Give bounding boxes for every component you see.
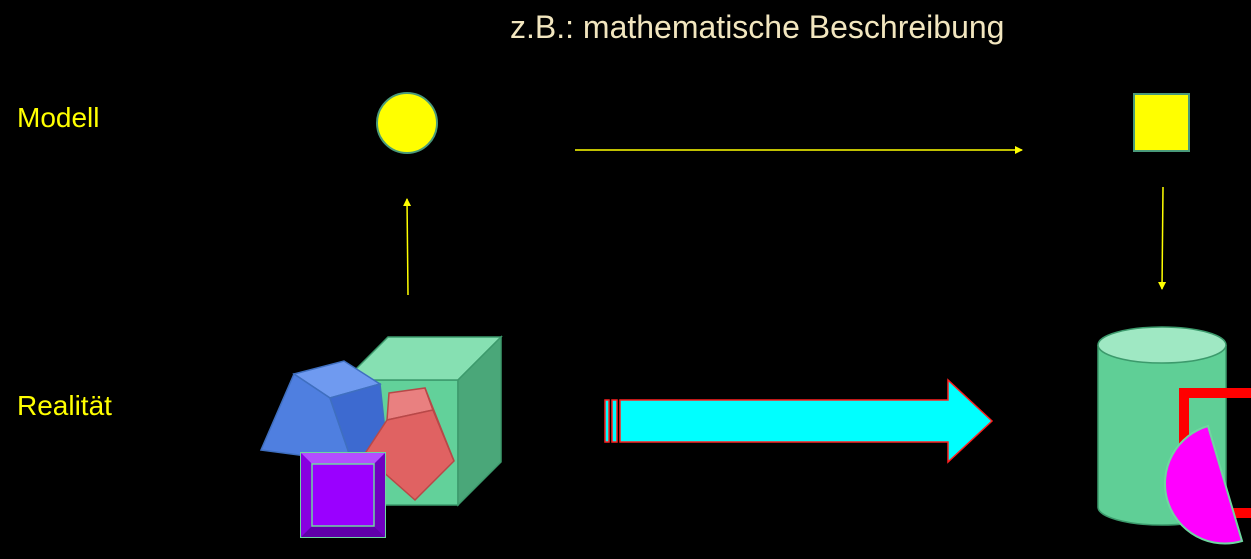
arrow-interpretation	[1158, 186, 1167, 290]
label-reality: Realität	[17, 390, 112, 421]
caption: z.B.: mathematische Beschreibung	[510, 9, 1005, 45]
cube-blue	[259, 360, 387, 464]
magenta-pie	[1164, 424, 1244, 545]
cube-red	[363, 387, 455, 502]
block-arrow-reality	[604, 378, 994, 464]
model-square	[1133, 93, 1190, 152]
label-model: Modell	[17, 102, 100, 133]
arrow-abstraction	[403, 198, 412, 296]
cube-purple	[300, 452, 386, 538]
model-circle	[376, 92, 438, 154]
